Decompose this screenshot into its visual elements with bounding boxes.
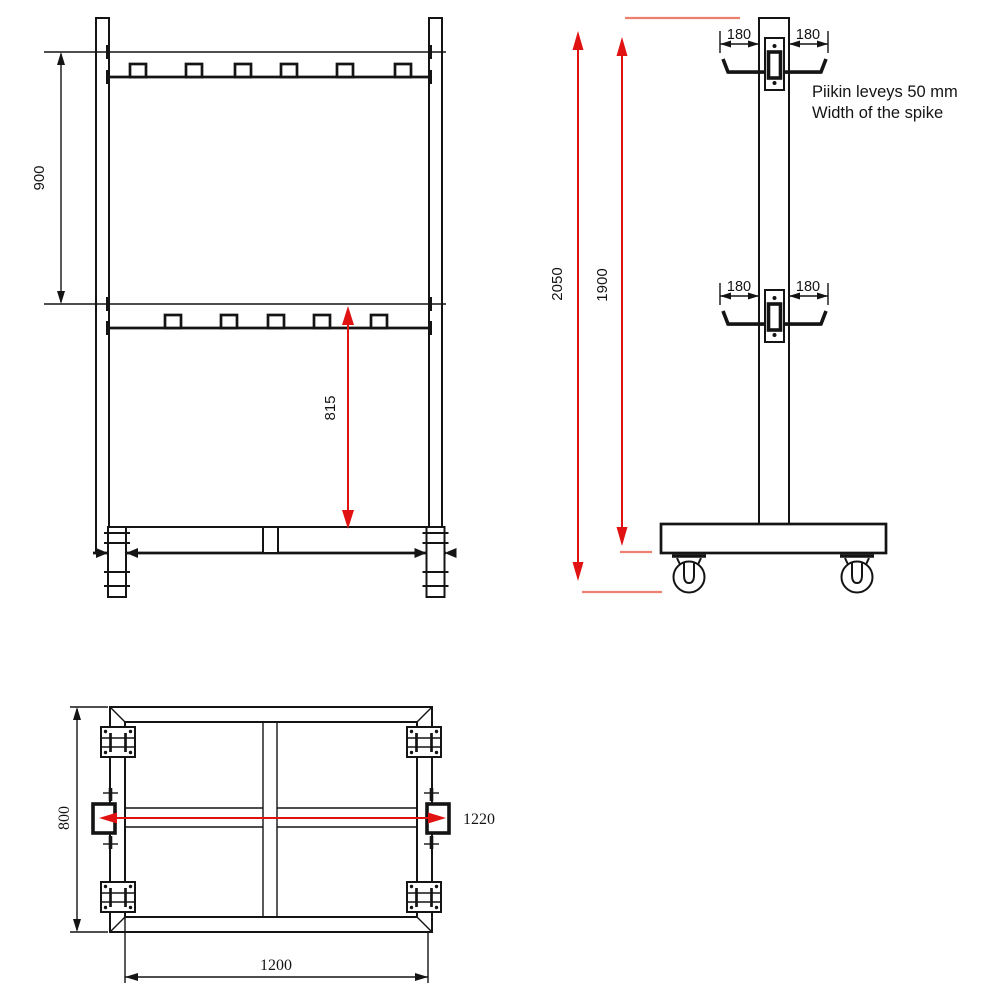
plan-inner-frame	[124, 721, 418, 918]
base-center-connector	[262, 526, 279, 554]
weld-ticks	[106, 45, 432, 335]
spike-hooks-middle-rail	[163, 313, 389, 330]
dimension-inner-width: 1220	[99, 811, 495, 828]
side-right-caster	[840, 554, 874, 594]
top-rail	[44, 51, 446, 79]
front-right-post	[428, 17, 443, 554]
caster-plate-top-left	[100, 726, 136, 758]
caster-plate-top-right	[406, 726, 442, 758]
corner-miters	[109, 706, 433, 933]
plan-view: 1220 800 1200	[56, 706, 495, 983]
dim-label-1220: 1220	[463, 811, 495, 828]
dim-label-180-top-left: 180	[727, 27, 751, 43]
dim-label-1900: 1900	[594, 268, 611, 301]
front-right-caster	[414, 526, 457, 598]
spike-bracket-top: 180 180	[719, 27, 829, 91]
dimension-rail-to-base: 815	[322, 306, 354, 529]
spike-hooks-top-rail	[128, 62, 413, 79]
dimension-rail-spacing: 900	[31, 52, 65, 304]
side-left-caster	[672, 554, 706, 594]
dim-label-800: 800	[56, 806, 73, 830]
front-left-caster	[96, 526, 138, 598]
dim-label-180-top-right: 180	[796, 27, 820, 43]
dimension-outer-width: 1200	[124, 917, 429, 983]
spike-width-note: Piikin leveys 50 mm Width of the spike	[812, 83, 958, 122]
dim-label-2050: 2050	[549, 267, 566, 300]
side-post	[758, 17, 790, 525]
front-left-post	[95, 17, 110, 554]
side-base	[659, 522, 888, 555]
dim-label-900: 900	[31, 165, 48, 190]
dim-label-180-mid-left: 180	[727, 279, 751, 295]
dim-label-180-mid-right: 180	[796, 279, 820, 295]
dimension-total-height: 2050	[549, 31, 584, 581]
front-base	[93, 526, 446, 555]
dim-label-1200: 1200	[260, 957, 292, 974]
note-line-1: Piikin leveys 50 mm	[812, 83, 958, 101]
caster-plate-bottom-right	[406, 881, 442, 913]
center-divider	[262, 722, 278, 917]
side-view: 180 180 180 180	[549, 16, 958, 594]
caster-plate-bottom-left	[100, 881, 136, 913]
dim-label-815: 815	[322, 395, 339, 420]
note-line-2: Width of the spike	[812, 104, 943, 122]
spike-bracket-middle: 180 180	[719, 279, 829, 343]
front-view: 900 815	[31, 17, 457, 598]
dimension-depth: 800	[56, 706, 108, 933]
center-cross-rail	[125, 807, 417, 828]
dimension-post-height: 1900	[594, 37, 628, 546]
